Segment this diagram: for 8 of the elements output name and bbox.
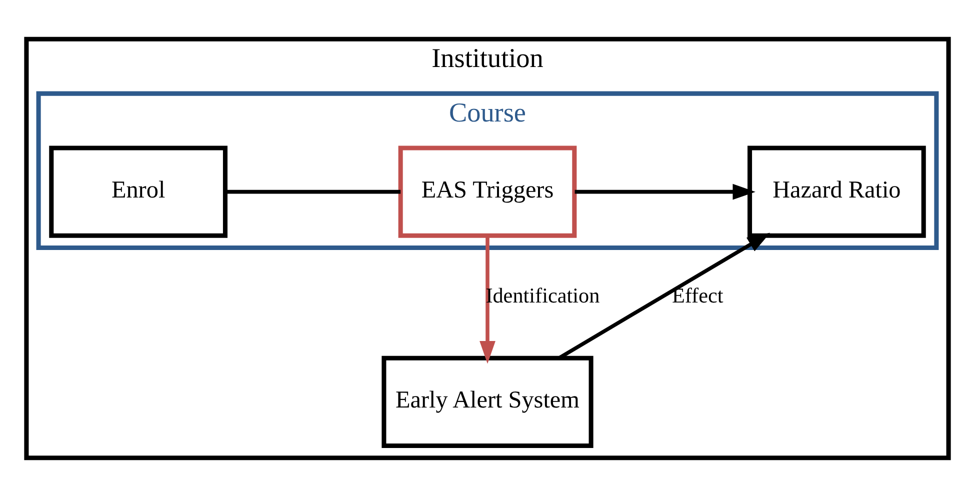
arrow (574, 183, 756, 200)
node-box: Early Alert System (382, 355, 594, 448)
edge-label: Effect (672, 282, 724, 307)
node-box: Enrol (49, 145, 228, 238)
arrow (480, 235, 496, 364)
node-box: EAS Triggers (398, 145, 577, 238)
connector (226, 189, 401, 194)
node-box: Hazard Ratio (748, 145, 926, 238)
